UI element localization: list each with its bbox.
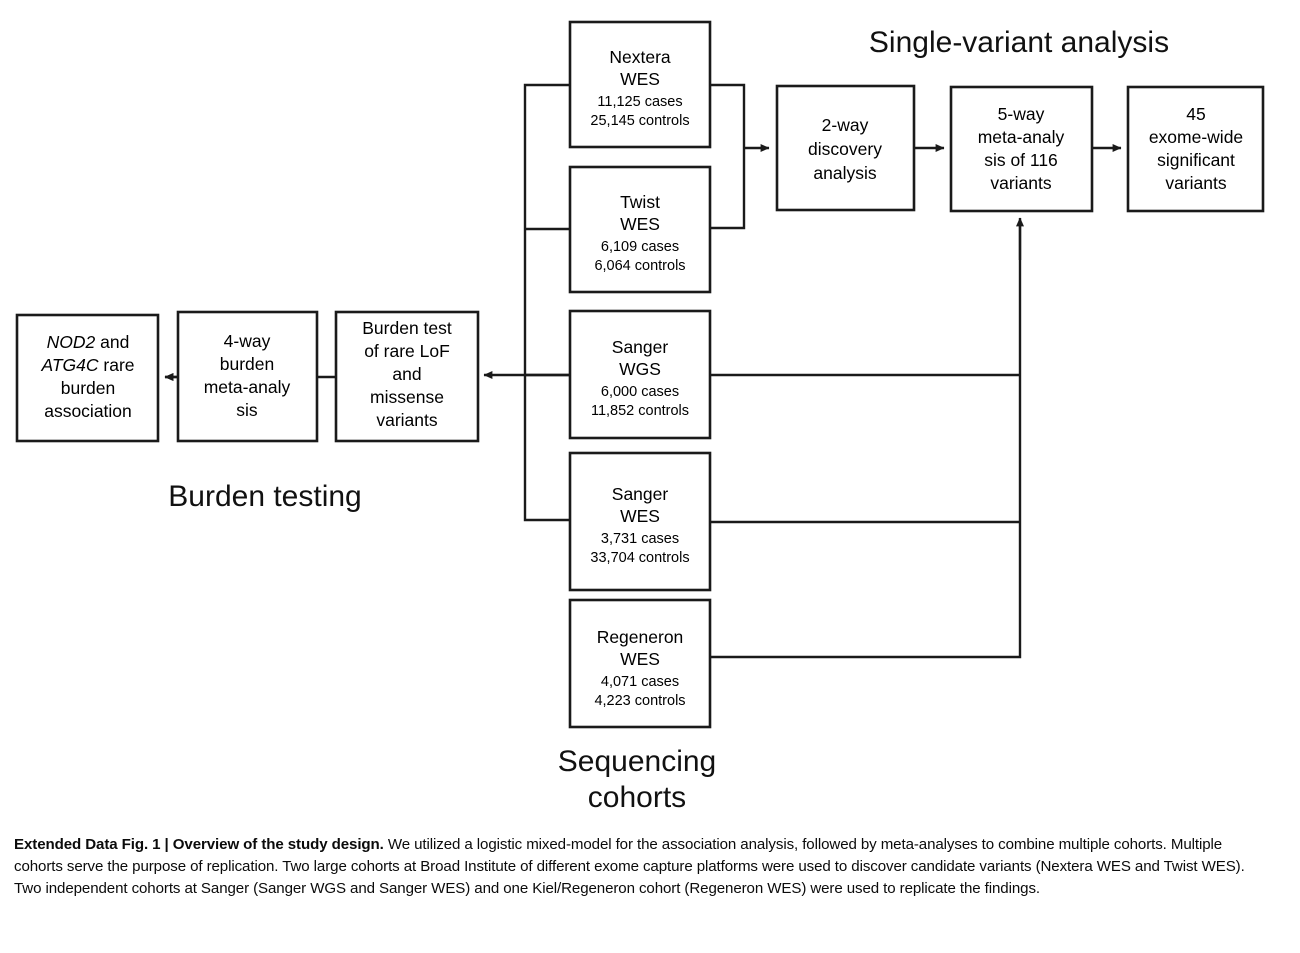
analysis-line-3: analysis: [813, 163, 876, 183]
cohort-box-nextera-wes[interactable]: Nextera WES 11,125 cases 25,145 controls: [568, 20, 712, 149]
cohort-controls: 4,223 controls: [594, 693, 685, 709]
analysis-line-1: 45: [1186, 104, 1205, 124]
burden-input-connectors: [483, 83, 570, 522]
analysis-line-3: sis of 116: [984, 150, 1058, 170]
analysis-box-five-way-meta[interactable]: 5-way meta-analy sis of 116 variants: [949, 85, 1094, 213]
burden-line-4: sis: [236, 400, 258, 420]
discovery-input-connectors: [710, 83, 770, 230]
burden-line-4: association: [44, 401, 132, 421]
burden-line-3: and: [392, 364, 421, 384]
cohort-title-line1: Twist: [620, 192, 660, 212]
analysis-line-1: 5-way: [998, 104, 1045, 124]
cohort-controls: 6,064 controls: [594, 258, 685, 274]
study-design-flowchart: Nextera WES 11,125 cases 25,145 controls…: [15, 20, 1265, 814]
burden-box-burden-test-rare-variants[interactable]: Burden test of rare LoF and missense var…: [334, 310, 480, 443]
cohort-cases: 11,125 cases: [597, 94, 682, 110]
replication-input-connectors: [710, 217, 1024, 659]
cohort-box-sanger-wgs[interactable]: Sanger WGS 6,000 cases 11,852 controls: [568, 309, 712, 440]
cohort-controls: 25,145 controls: [590, 113, 689, 129]
analysis-line-4: variants: [1165, 173, 1227, 193]
cohort-box-sanger-wes[interactable]: Sanger WES 3,731 cases 33,704 controls: [568, 451, 712, 592]
analysis-line-2: exome-wide: [1149, 127, 1243, 147]
figure-caption: Extended Data Fig. 1 | Overview of the s…: [14, 834, 1272, 900]
burden-line-5: variants: [376, 410, 438, 430]
burden-line-3: meta-analy: [204, 377, 291, 397]
burden-line-4: missense: [370, 387, 444, 407]
analysis-box-exome-wide-significant[interactable]: 45 exome-wide significant variants: [1126, 85, 1265, 213]
cohort-cases: 6,109 cases: [601, 239, 679, 255]
cohort-title-line2: WES: [620, 214, 660, 234]
cohort-title-line1: Sanger: [612, 484, 669, 504]
section-label-burden-testing: Burden testing: [168, 480, 361, 513]
svg-text:ATG4C rare: ATG4C rare: [40, 355, 134, 375]
cohort-cases: 3,731 cases: [601, 531, 679, 547]
cohort-box-regeneron-wes[interactable]: Regeneron WES 4,071 cases 4,223 controls: [568, 598, 712, 729]
cohort-title-line2: WES: [620, 69, 660, 89]
burden-line-2: of rare LoF: [364, 341, 450, 361]
cohort-title-line1: Nextera: [609, 47, 671, 67]
gene-name-nod2: NOD2: [47, 332, 96, 352]
analysis-line-1: 2-way: [822, 115, 869, 135]
cohort-title-line2: WES: [620, 649, 660, 669]
analysis-line-2: meta-analy: [978, 127, 1065, 147]
section-label-sequencing-cohorts-line2: cohorts: [588, 781, 686, 814]
burden-box-nod2-atg4c-association[interactable]: NOD2 and ATG4C rare burden association: [15, 313, 160, 443]
cohort-title-line2: WGS: [619, 359, 661, 379]
cohort-controls: 33,704 controls: [590, 550, 689, 566]
cohort-title-line1: Sanger: [612, 337, 669, 357]
section-label-sequencing-cohorts-line1: Sequencing: [558, 745, 716, 778]
analysis-line-3: significant: [1157, 150, 1235, 170]
cohort-title-line1: Regeneron: [597, 627, 684, 647]
figure-caption-label: Extended Data Fig. 1 | Overview of the s…: [14, 836, 384, 853]
burden-line-3: burden: [61, 378, 116, 398]
burden-line-1: 4-way: [224, 331, 271, 351]
svg-text:NOD2 and: NOD2 and: [47, 332, 130, 352]
analysis-box-two-way-discovery[interactable]: 2-way discovery analysis: [775, 84, 916, 212]
cohort-controls: 11,852 controls: [591, 403, 689, 419]
cohort-cases: 4,071 cases: [601, 674, 679, 690]
burden-line-2: burden: [220, 354, 275, 374]
burden-box-four-way-burden-meta[interactable]: 4-way burden meta-analy sis: [176, 310, 319, 443]
section-label-single-variant-analysis: Single-variant analysis: [869, 26, 1169, 59]
burden-line-1: Burden test: [362, 318, 452, 338]
figure-caption-body: We utilized a logistic mixed-model for t…: [14, 836, 1245, 897]
cohort-box-twist-wes[interactable]: Twist WES 6,109 cases 6,064 controls: [568, 165, 712, 294]
cohort-cases: 6,000 cases: [601, 384, 679, 400]
gene-name-atg4c: ATG4C: [40, 355, 98, 375]
analysis-line-2: discovery: [808, 139, 882, 159]
cohort-title-line2: WES: [620, 506, 660, 526]
analysis-line-4: variants: [990, 173, 1052, 193]
